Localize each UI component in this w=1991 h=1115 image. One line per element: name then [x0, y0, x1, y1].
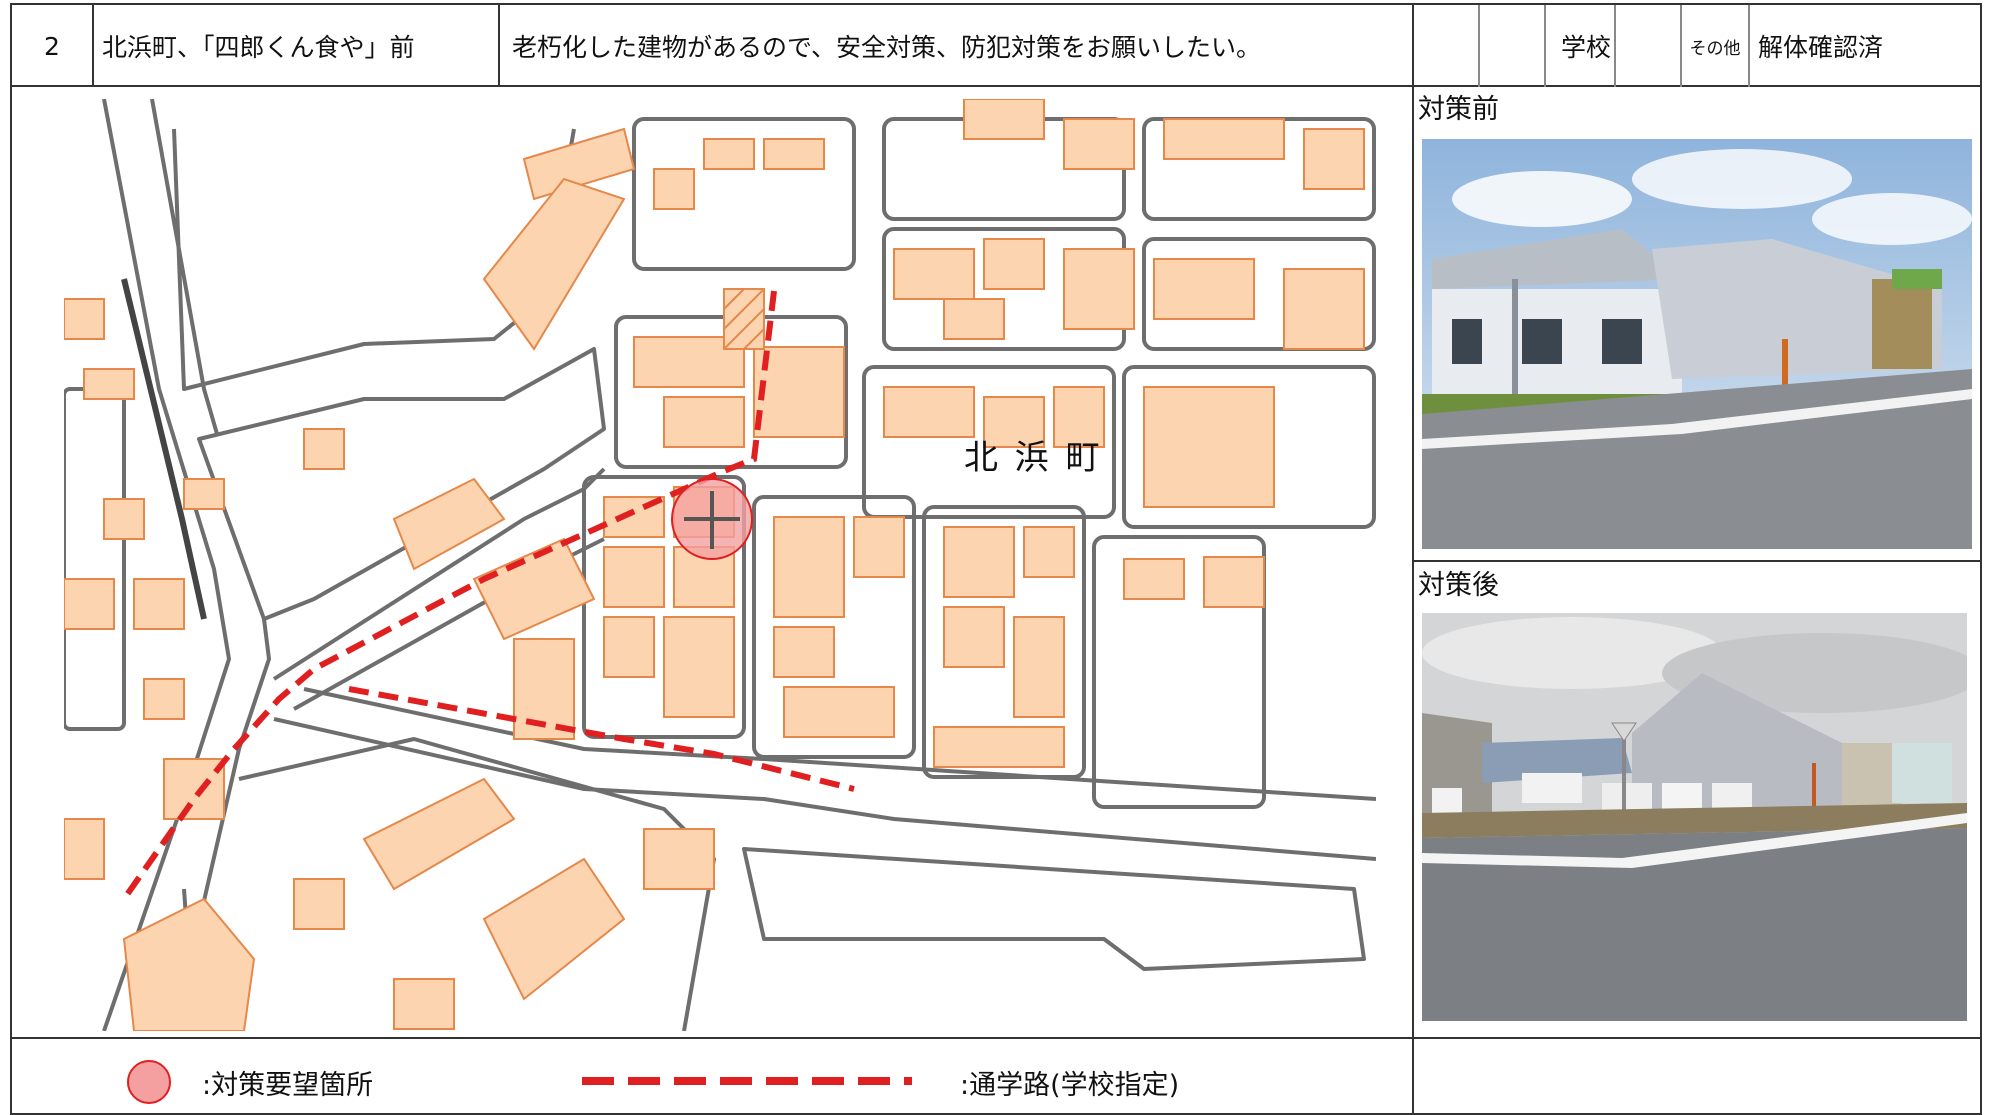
- divider: [92, 5, 94, 87]
- status-text: 解体確認済: [1758, 33, 1884, 62]
- location-name: 北浜町、「四郎くん食や」前: [102, 33, 415, 62]
- divider: [498, 5, 500, 87]
- report-sheet: 2 北浜町、「四郎くん食や」前 老朽化した建物があるので、安全対策、防犯対策をお…: [10, 3, 1982, 1115]
- legend-top-border: [12, 1037, 1982, 1039]
- before-label: 対策前: [1418, 94, 1499, 125]
- request-marker-icon: [671, 478, 753, 560]
- divider: [1478, 5, 1480, 87]
- divider: [1680, 5, 1682, 87]
- divider: [1614, 5, 1616, 87]
- category-school: 学校: [1560, 33, 1611, 62]
- after-label: 対策後: [1418, 570, 1499, 601]
- category-other: その他: [1689, 38, 1741, 59]
- header-bottom-border: [12, 85, 1982, 87]
- area-map: 北 浜 町: [64, 99, 1376, 1031]
- request-description: 老朽化した建物があるので、安全対策、防犯対策をお願いしたい。: [512, 33, 1262, 62]
- photo-divider: [1412, 560, 1982, 562]
- before-photo: [1422, 139, 1972, 549]
- buildings: [64, 99, 1365, 1031]
- legend-marker-label: :対策要望箇所: [202, 1070, 374, 1101]
- divider: [1748, 5, 1750, 87]
- school-route: [121, 290, 855, 901]
- district-label: 北 浜 町: [964, 438, 1103, 478]
- hatched-building: [723, 288, 765, 350]
- item-number: 2: [44, 31, 60, 61]
- legend-marker-icon: [127, 1060, 171, 1104]
- legend-route-line: [582, 1077, 912, 1085]
- after-photo: [1422, 613, 1967, 1021]
- legend-route-label: :通学路(学校指定): [960, 1070, 1180, 1101]
- divider: [1544, 5, 1546, 87]
